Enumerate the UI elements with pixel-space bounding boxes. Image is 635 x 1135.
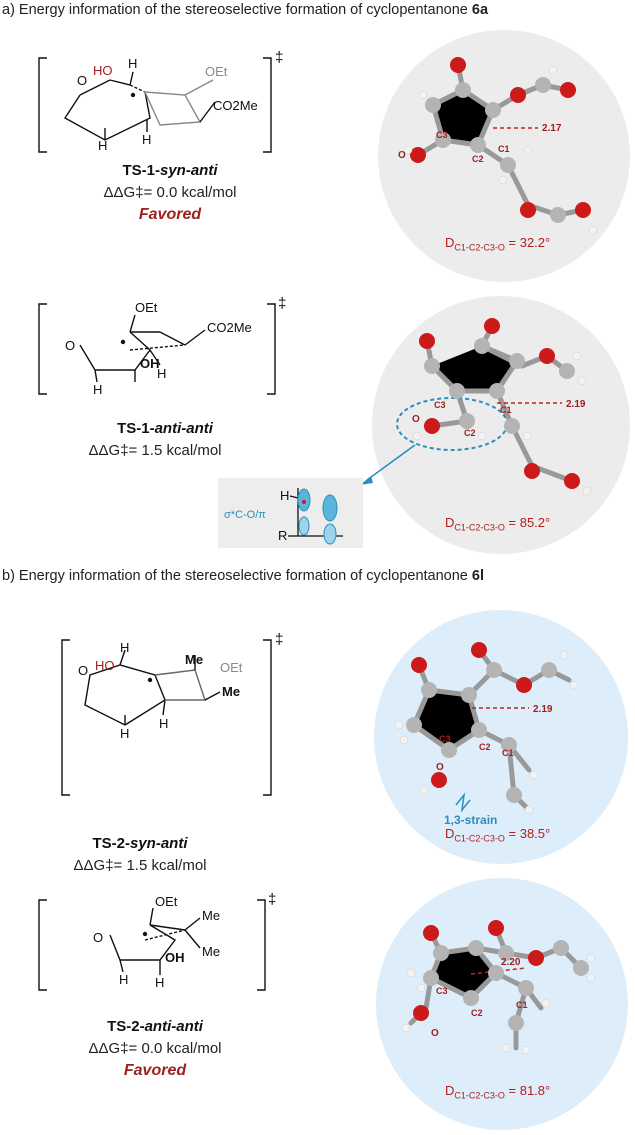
svg-text:2.20: 2.20 <box>501 957 521 968</box>
svg-text:C1: C1 <box>502 748 514 758</box>
sigma-pi-label: σ*C-O/π <box>224 509 266 521</box>
ts2-syn-anti-label: TS-2-syn-anti <box>92 835 188 852</box>
ts2-syn-anti-energy: ΔΔG‡= 1.5 kcal/mol <box>73 857 207 874</box>
svg-text:C2: C2 <box>464 428 476 438</box>
svg-text:H: H <box>93 382 102 397</box>
ts2-syn-anti-3d-model: 2.19 C3 C2 C1 O 1,3-strain <box>374 610 628 864</box>
section-b-title: b) Energy information of the stereoselec… <box>2 568 484 584</box>
svg-text:C3: C3 <box>434 400 446 410</box>
ts2-anti-anti-structure: O OEt Me Me OH H H ‡ <box>38 891 276 991</box>
h-top-label: H <box>128 56 137 71</box>
carbonyl-o-label: O <box>77 73 87 88</box>
ts1-anti-anti-label: TS-1-anti-anti <box>117 420 213 437</box>
svg-text:H: H <box>280 488 289 503</box>
svg-text:‡: ‡ <box>278 295 286 312</box>
ts1-syn-anti-dihedral: DC1-C2-C3-O = 32.2° <box>445 235 551 253</box>
oet-label: OEt <box>205 64 228 79</box>
svg-text:2.19: 2.19 <box>533 704 553 715</box>
svg-text:O: O <box>436 762 444 773</box>
svg-text:Me: Me <box>222 684 240 699</box>
svg-text:Me: Me <box>202 908 220 923</box>
co2me-label: CO2Me <box>213 98 258 113</box>
ts1-anti-anti-dihedral: DC1-C2-C3-O = 85.2° <box>445 515 551 533</box>
svg-text:2.17: 2.17 <box>542 123 562 134</box>
ts1-syn-anti-structure: O HO H H H OEt CO2Me ‡ <box>38 49 283 153</box>
svg-text:O: O <box>65 338 75 353</box>
svg-text:OEt: OEt <box>155 894 178 909</box>
svg-text:H: H <box>120 726 129 741</box>
svg-text:H: H <box>155 975 164 990</box>
ts1-syn-anti-3d-model: 2.17 C3 C2 C1 O <box>378 30 630 282</box>
svg-text:O: O <box>93 930 103 945</box>
ts1-syn-anti-label: TS-1-syn-anti <box>122 162 218 179</box>
svg-text:R: R <box>278 528 287 543</box>
svg-text:C3: C3 <box>436 986 448 996</box>
ts1-anti-anti-structure: O OEt CO2Me OH H H ‡ <box>38 295 286 397</box>
svg-text:‡: ‡ <box>268 891 276 908</box>
svg-text:C3: C3 <box>439 734 451 744</box>
svg-text:C1: C1 <box>498 144 510 154</box>
ho-label: HO <box>93 63 113 78</box>
inset-arrow <box>360 444 416 485</box>
ts2-anti-anti-favored: Favored <box>123 1062 187 1079</box>
svg-text:HO: HO <box>95 658 115 673</box>
svg-text:OEt: OEt <box>135 300 158 315</box>
svg-text:C1: C1 <box>516 1000 528 1010</box>
svg-text:OH: OH <box>140 356 160 371</box>
svg-text:H: H <box>120 640 129 655</box>
orbital-inset: σ*C-O/π H R <box>218 478 363 548</box>
svg-text:C2: C2 <box>479 742 491 752</box>
svg-text:C3: C3 <box>436 130 448 140</box>
ts2-anti-anti-dihedral: DC1-C2-C3-O = 81.8° <box>445 1083 551 1101</box>
section-a-title: a) Energy information of the stereoselec… <box>2 2 489 18</box>
ts1-syn-anti-favored: Favored <box>138 206 202 223</box>
svg-text:O: O <box>78 663 88 678</box>
svg-text:OEt: OEt <box>220 660 243 675</box>
svg-text:Me: Me <box>185 652 203 667</box>
svg-text:H: H <box>159 716 168 731</box>
h-left-label: H <box>98 138 107 153</box>
ts1-anti-anti-energy: ΔΔG‡= 1.5 kcal/mol <box>88 442 222 459</box>
dagger-1: ‡ <box>275 49 283 66</box>
ts2-anti-anti-3d-model: 2.20 C3 C2 C1 O <box>376 878 628 1130</box>
svg-text:2.19: 2.19 <box>566 399 586 410</box>
ts2-syn-anti-structure: O HO H H H Me OEt Me ‡ <box>61 631 283 796</box>
svg-text:OH: OH <box>165 950 185 965</box>
svg-text:O: O <box>398 150 406 161</box>
svg-text:O: O <box>431 1028 439 1039</box>
ts2-anti-anti-energy: ΔΔG‡= 0.0 kcal/mol <box>88 1040 222 1057</box>
ts1-anti-anti-3d-model: 2.19 C3 C2 C1 O <box>372 296 630 554</box>
ts2-syn-anti-dihedral: DC1-C2-C3-O = 38.5° <box>445 826 551 844</box>
svg-text:C1: C1 <box>500 405 512 415</box>
strain-label: 1,3-strain <box>444 813 497 827</box>
ts1-syn-anti-energy: ΔΔG‡= 0.0 kcal/mol <box>103 184 237 201</box>
svg-text:H: H <box>119 972 128 987</box>
svg-text:Me: Me <box>202 944 220 959</box>
svg-text:H: H <box>157 366 166 381</box>
h-right-label: H <box>142 132 151 147</box>
ts2-anti-anti-label: TS-2-anti-anti <box>107 1018 203 1035</box>
svg-text:C2: C2 <box>471 1008 483 1018</box>
svg-text:‡: ‡ <box>275 631 283 648</box>
svg-text:CO2Me: CO2Me <box>207 320 252 335</box>
svg-text:C2: C2 <box>472 154 484 164</box>
svg-text:O: O <box>412 414 420 425</box>
